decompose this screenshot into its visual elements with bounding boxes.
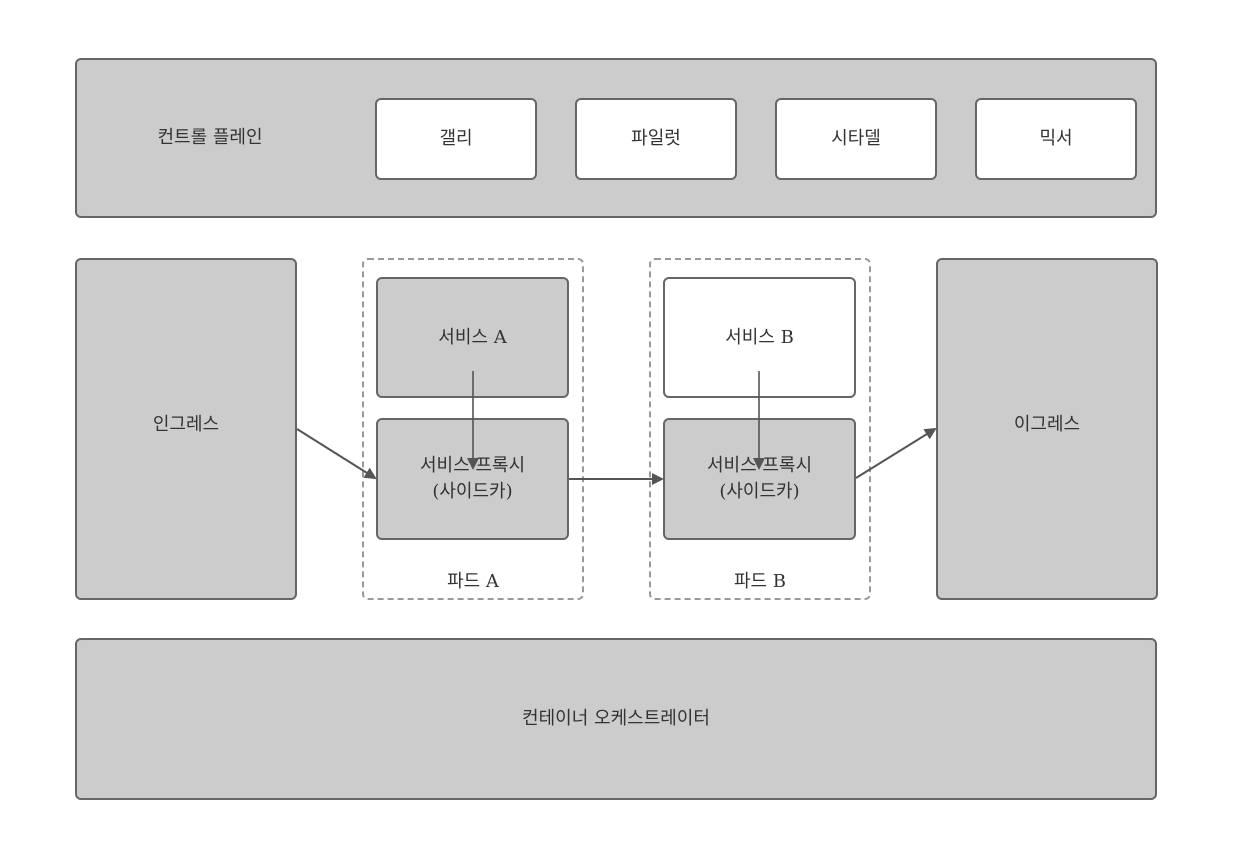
pod-b-sidecar-proxy: 서비스 프록시 (사이드카) [663,418,856,540]
ingress-label: 인그레스 [152,414,220,435]
container-orchestrator-panel: 컨테이너 오케스트레이터 [75,638,1157,800]
control-plane-label: 컨트롤 플레인 [157,127,263,148]
pod-b-label: 파드 B [733,571,787,592]
control-plane-component-citadel: 시타델 [775,98,937,180]
component-label: 믹서 [1039,128,1073,149]
service-b-label: 서비스 B [725,327,794,348]
pod-a-label: 파드 A [447,571,499,592]
egress-label: 이그레스 [1013,414,1081,435]
component-label: 파일럿 [631,128,681,149]
component-label: 시타델 [831,128,881,149]
service-b-box: 서비스 B [663,277,856,398]
component-label: 갤리 [439,128,473,149]
control-plane-component-mixer: 믹서 [975,98,1137,180]
service-a-box: 서비스 A [376,277,569,398]
control-plane-component-galley: 갤리 [375,98,537,180]
control-plane-component-pilot: 파일럿 [575,98,737,180]
egress-box: 이그레스 [936,258,1158,600]
ingress-box: 인그레스 [75,258,297,600]
container-orchestrator-label: 컨테이너 오케스트레이터 [522,708,710,729]
proxy-label-line1: 서비스 프록시 [419,455,526,476]
service-a-label: 서비스 A [438,327,507,348]
proxy-label-line2: (사이드카) [719,481,800,502]
proxy-label-line1: 서비스 프록시 [706,455,813,476]
pod-a-sidecar-proxy: 서비스 프록시 (사이드카) [376,418,569,540]
proxy-label-line2: (사이드카) [432,481,513,502]
